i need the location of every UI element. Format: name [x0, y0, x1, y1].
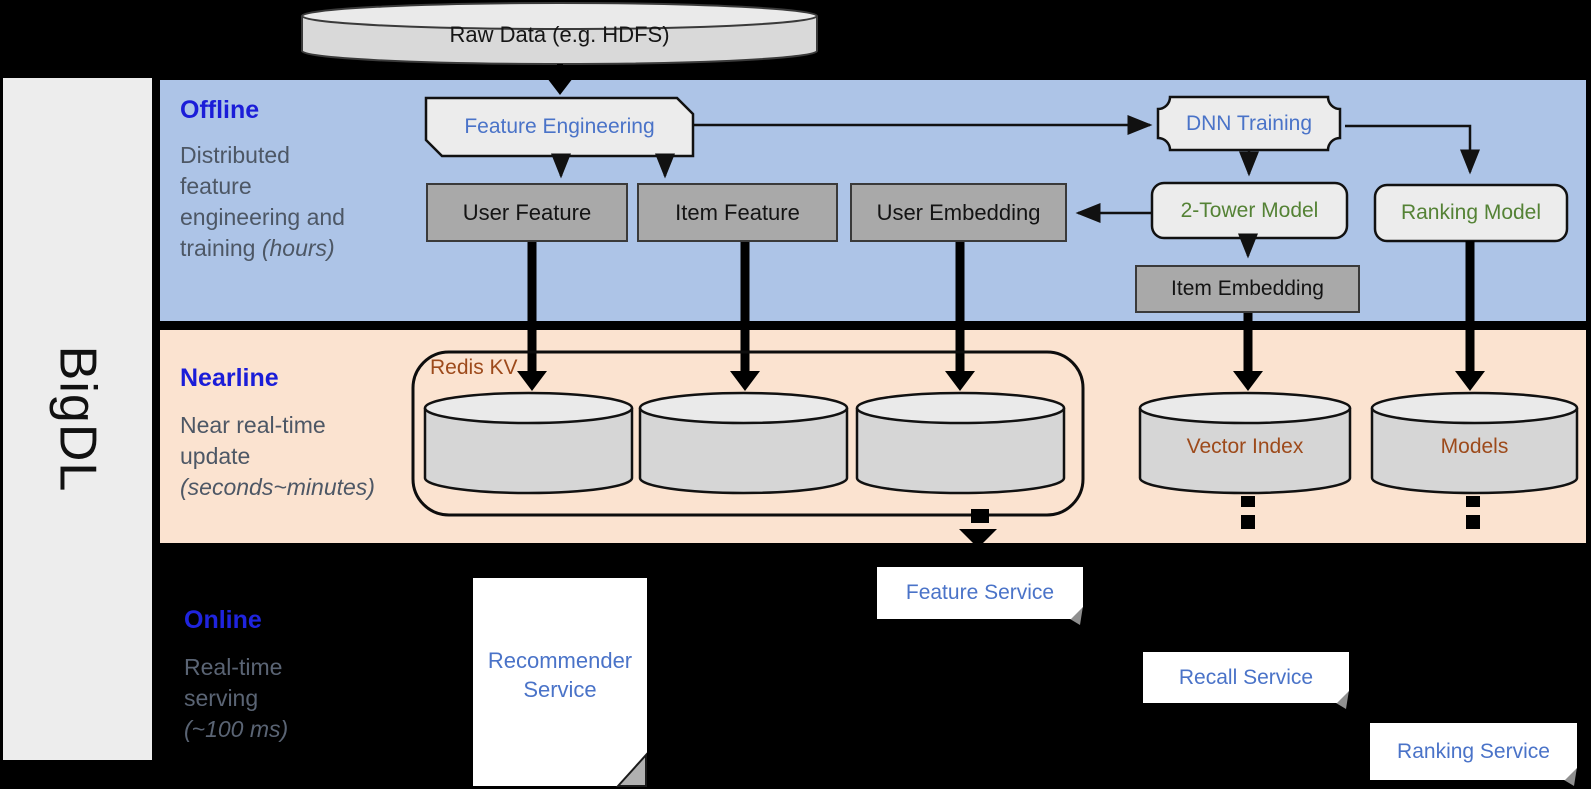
item-embedding-box: Item Embedding	[1135, 265, 1360, 313]
dnn-training-label: DNN Training	[1185, 111, 1313, 135]
offline-description: Distributed feature engineering and trai…	[180, 142, 345, 261]
dashed-connector-models-to-ranking	[1466, 496, 1480, 529]
redis-kv-label: Redis KV	[430, 356, 518, 379]
redis-kv-container	[411, 350, 1085, 517]
user-embedding-box: User Embedding	[850, 183, 1067, 242]
arrow-item-embedding-to-vector-index	[1233, 313, 1263, 391]
raw-data-cylinder	[301, 2, 818, 65]
feature-service-fold	[1070, 606, 1083, 625]
kv-cylinder-3	[855, 391, 1066, 495]
recommender-service-document	[473, 578, 647, 787]
arrow-dnn-to-ranking-model	[1345, 124, 1480, 175]
vector-index-label: Vector Index	[1186, 435, 1304, 458]
arrow-item-feature-to-kv	[730, 242, 760, 391]
offline-title: Offline	[180, 96, 260, 124]
bigdl-sidebar: BigDL	[3, 78, 152, 760]
recall-service-box: Recall Service	[1143, 652, 1349, 703]
feature-engineering-box	[424, 96, 695, 158]
item-feature-box: Item Feature	[637, 183, 838, 242]
ranking-service-box: Ranking Service	[1370, 723, 1577, 780]
arrow-user-embedding-to-kv	[945, 242, 975, 391]
kv-cylinder-2	[638, 391, 849, 495]
feature-engineering-label: Feature Engineering	[464, 115, 655, 138]
user-feature-box: User Feature	[426, 183, 628, 242]
online-title: Online	[184, 606, 262, 634]
arrow-ranking-model-to-models	[1455, 241, 1485, 391]
raw-data-label: Raw Data (e.g. HDFS)	[449, 22, 670, 47]
dashed-connector-vector-index-to-recall	[1241, 496, 1255, 529]
ranking-service-fold	[1564, 767, 1577, 786]
dnn-training-box	[1156, 95, 1342, 152]
models-cylinder	[1370, 391, 1579, 495]
two-tower-model-label: 2-Tower Model	[1180, 198, 1319, 222]
feature-service-box: Feature Service	[877, 567, 1083, 619]
recall-service-fold	[1336, 690, 1349, 709]
models-label: Models	[1440, 435, 1509, 458]
kv-cylinder-1	[423, 391, 634, 495]
recommender-service-label: Recommender Service	[487, 648, 633, 702]
arrow-rawdata-to-feature-engineering	[547, 64, 573, 95]
dashed-arrow-kv-to-feature-service	[959, 509, 997, 548]
online-description: Real-time serving (~100 ms)	[184, 654, 289, 742]
vector-index-cylinder	[1138, 391, 1352, 495]
ranking-model-label: Ranking Model	[1400, 201, 1542, 224]
nearline-description: Near real-time update (seconds~minutes)	[180, 412, 375, 500]
arrow-user-feature-to-kv	[517, 242, 547, 391]
nearline-title: Nearline	[180, 364, 279, 392]
